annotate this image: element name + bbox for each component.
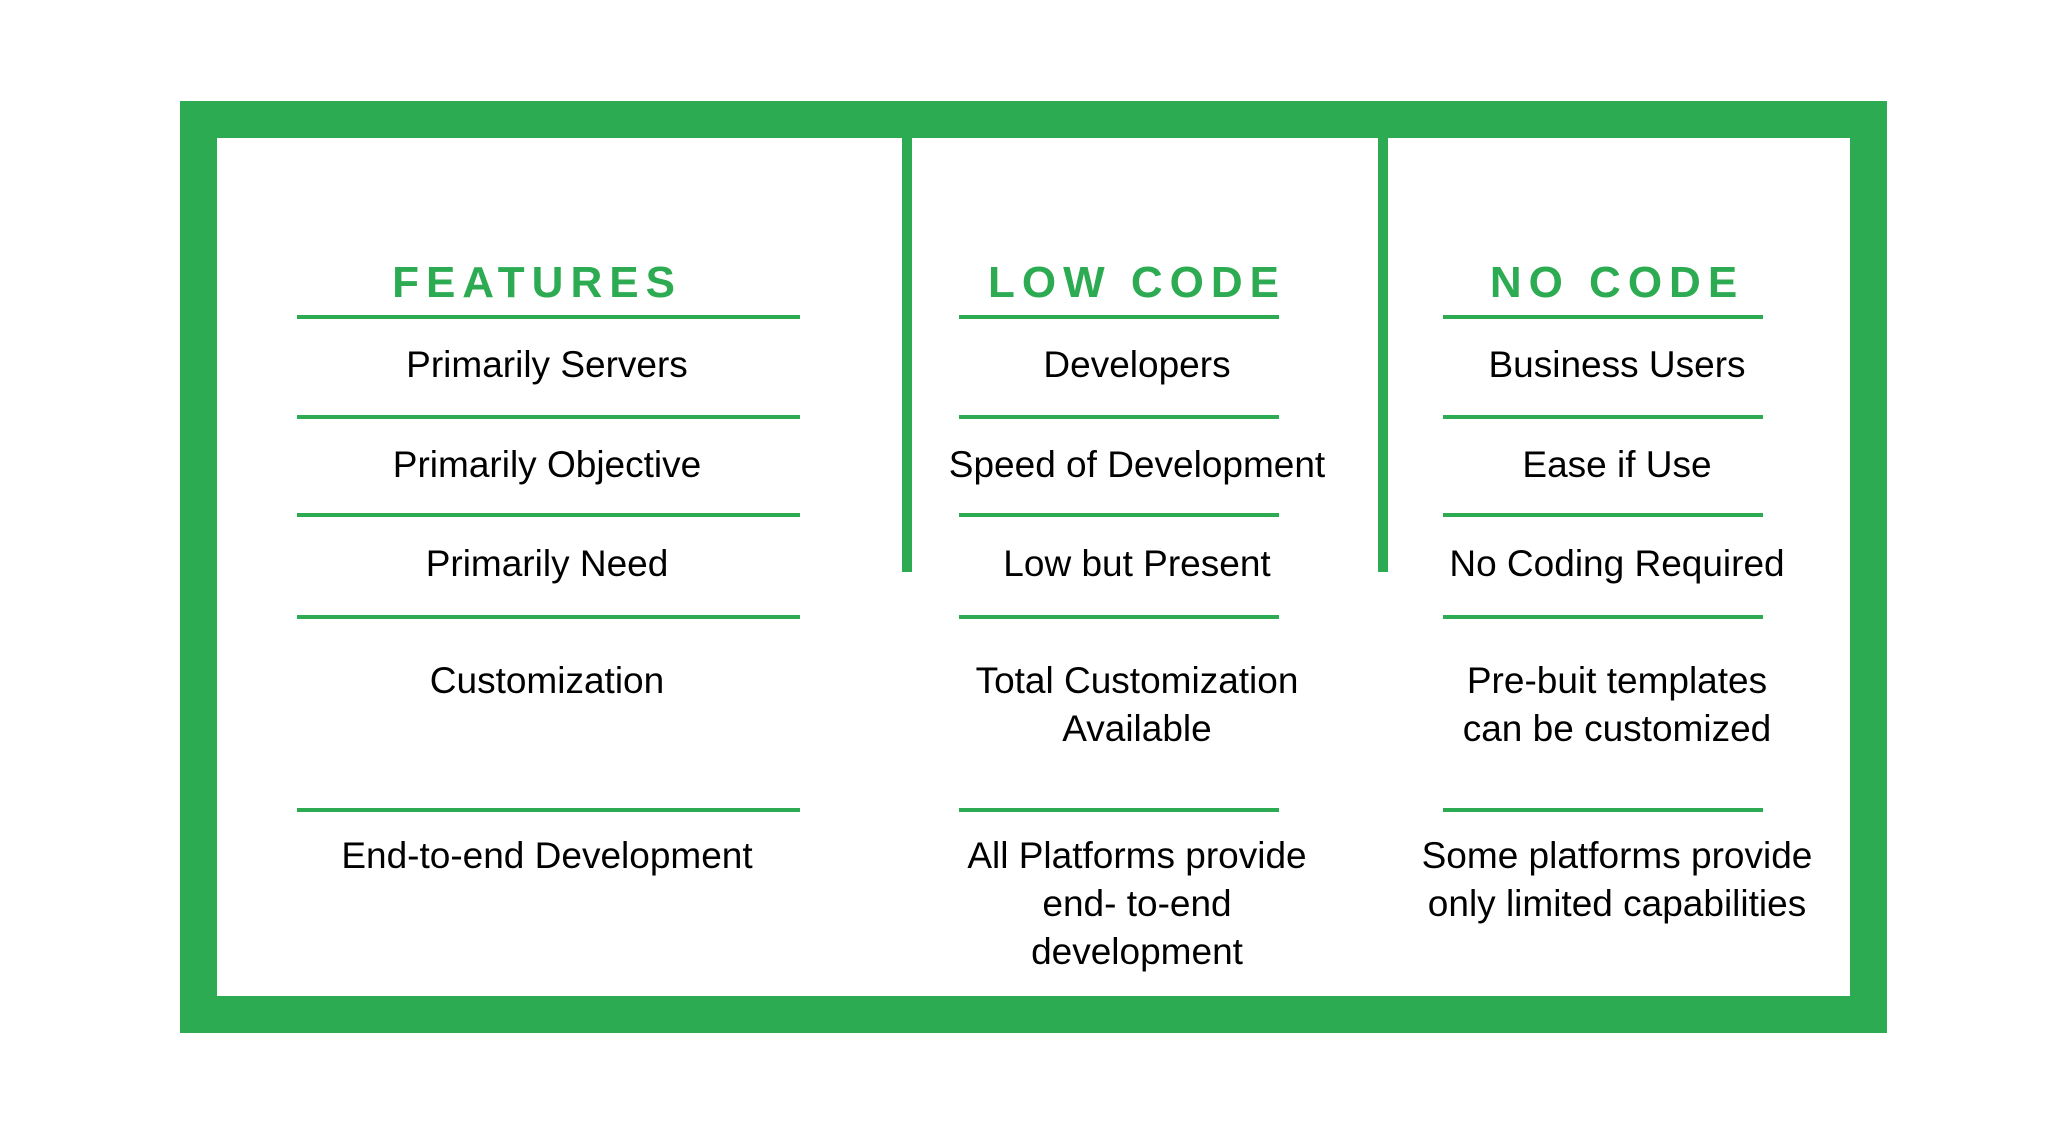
cell-low-code-5: All Platforms provide end- to-end develo… — [967, 835, 1307, 972]
row-divider — [297, 415, 800, 419]
cell-features-5: End-to-end Development — [341, 835, 753, 876]
cell-no-code-3: No Coding Required — [1449, 543, 1785, 584]
row-divider — [297, 315, 800, 319]
cell-low-code-3: Low but Present — [1003, 543, 1271, 584]
cell-low-code-2: Speed of Development — [948, 444, 1326, 485]
cell-features-4: Customization — [429, 660, 665, 701]
row-divider — [959, 513, 1279, 517]
cell-low-code-1: Developers — [1043, 344, 1231, 385]
row-divider — [1443, 315, 1763, 319]
row-divider — [1443, 615, 1763, 619]
cell-features-1: Primarily Servers — [406, 344, 688, 385]
comparison-table: FEATURES LOW CODE NO CODE Primarily Serv… — [217, 138, 1850, 996]
row-divider — [1443, 513, 1763, 517]
row-divider — [959, 315, 1279, 319]
row-divider — [959, 415, 1279, 419]
cell-no-code-2: Ease if Use — [1522, 444, 1712, 485]
header-no-code: NO CODE — [1489, 258, 1745, 307]
row-divider — [297, 513, 800, 517]
column-divider-2 — [1378, 138, 1388, 572]
cell-no-code-1: Business Users — [1488, 344, 1746, 385]
row-divider — [297, 808, 800, 812]
row-divider — [959, 808, 1279, 812]
cell-no-code-4: Pre-buit templates can be customized — [1462, 660, 1772, 749]
cell-features-3: Primarily Need — [425, 543, 669, 584]
row-divider — [297, 615, 800, 619]
header-features: FEATURES — [392, 258, 682, 307]
row-divider — [1443, 808, 1763, 812]
header-low-code: LOW CODE — [988, 258, 1286, 307]
comparison-frame: FEATURES LOW CODE NO CODE Primarily Serv… — [180, 101, 1887, 1033]
cell-features-2: Primarily Objective — [392, 444, 702, 485]
cell-low-code-4: Total Customization Available — [975, 660, 1299, 749]
row-divider — [1443, 415, 1763, 419]
row-divider — [959, 615, 1279, 619]
column-divider-1 — [902, 138, 912, 572]
cell-no-code-5: Some platforms provide only limited capa… — [1421, 835, 1813, 924]
